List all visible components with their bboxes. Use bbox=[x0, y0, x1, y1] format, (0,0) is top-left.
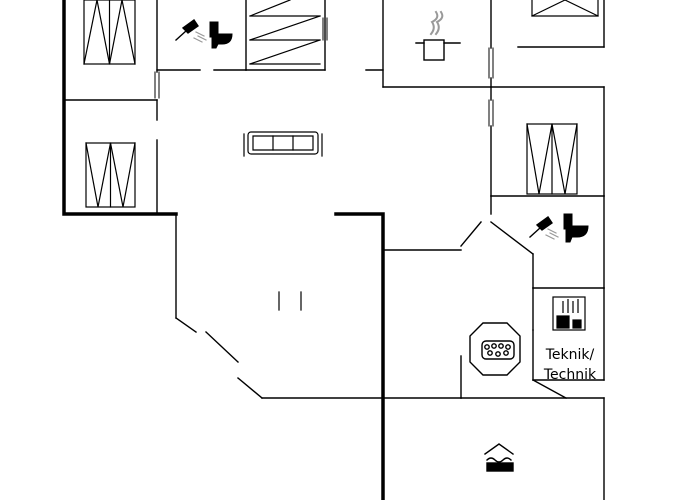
staircase bbox=[249, 0, 321, 65]
exterior-walls bbox=[62, 0, 385, 500]
toilet-icon bbox=[209, 21, 233, 49]
door-marks bbox=[154, 17, 494, 127]
interior-walls bbox=[63, 0, 605, 500]
room-label-line2: Technik bbox=[543, 367, 597, 383]
sauna-icon bbox=[552, 296, 586, 331]
bed-icon bbox=[531, 0, 599, 17]
wardrobe-icon bbox=[83, 0, 136, 65]
wardrobe-icon bbox=[85, 142, 136, 208]
wardrobe-icon bbox=[526, 123, 578, 195]
toilet-icon bbox=[563, 213, 589, 243]
shower-icon bbox=[529, 216, 559, 240]
stove-pot-icon bbox=[415, 10, 461, 61]
wall-marks bbox=[278, 291, 302, 311]
room-label-technik: Teknik/ Technik bbox=[536, 345, 604, 385]
room-label-line1: Teknik/ bbox=[545, 347, 595, 363]
swimming-pool-icon bbox=[484, 443, 514, 472]
hot-tub-icon bbox=[469, 322, 521, 376]
sofa-icon bbox=[243, 131, 323, 157]
shower-icon bbox=[175, 19, 207, 43]
